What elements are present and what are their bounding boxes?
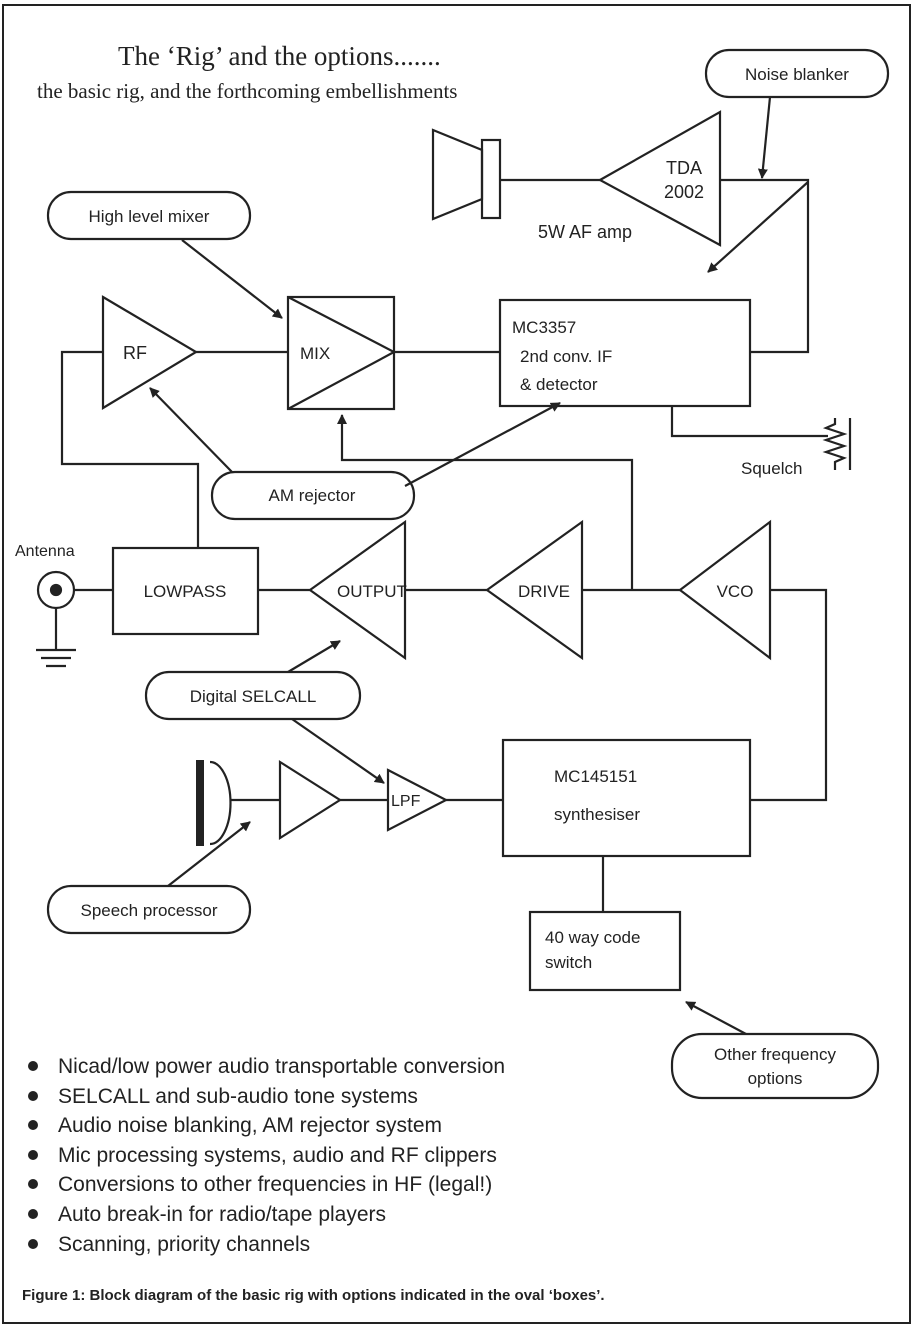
list-item-text: Audio noise blanking, AM rejector system bbox=[58, 1114, 443, 1138]
lpf-label: LPF bbox=[391, 793, 421, 810]
speech-processor-option bbox=[46, 884, 252, 935]
squelch-potentiometer bbox=[822, 418, 848, 470]
tda2002-amplifier bbox=[597, 110, 722, 247]
other-frequency-sublabel: options bbox=[748, 1069, 803, 1088]
squelch-label: Squelch bbox=[741, 459, 802, 478]
mc3357-detector-label: & detector bbox=[520, 375, 598, 394]
list-item-text: Auto break-in for radio/tape players bbox=[58, 1202, 387, 1226]
digital-selcall-label: Digital SELCALL bbox=[190, 687, 317, 706]
diagram-title: The ‘Rig’ and the options....... bbox=[118, 41, 441, 71]
bullet-icon bbox=[28, 1238, 38, 1249]
bullet-icon bbox=[28, 1090, 38, 1101]
other-frequency-label: Other frequency bbox=[714, 1045, 836, 1064]
mic-preamplifier bbox=[278, 760, 343, 840]
bullet-icon bbox=[28, 1120, 38, 1131]
list-item-text: Scanning, priority channels bbox=[58, 1232, 311, 1256]
speaker-icon bbox=[431, 128, 502, 221]
tda-number-label: 2002 bbox=[664, 182, 704, 202]
am-rejector-label: AM rejector bbox=[269, 486, 356, 505]
figure-caption: Figure 1: Block diagram of the basic rig… bbox=[22, 1287, 605, 1304]
bullet-icon bbox=[28, 1179, 38, 1190]
figure-frame bbox=[2, 4, 911, 1324]
speech-processor-label: Speech processor bbox=[80, 901, 217, 920]
list-item-text: Conversions to other frequencies in HF (… bbox=[58, 1173, 493, 1197]
high-level-mixer-option bbox=[46, 190, 252, 241]
am-rejector-option bbox=[210, 470, 416, 521]
code-switch-sublabel: switch bbox=[545, 953, 592, 972]
bullet-icon bbox=[28, 1208, 38, 1219]
list-item-text: Mic processing systems, audio and RF cli… bbox=[58, 1143, 497, 1167]
bullet-icon bbox=[28, 1061, 38, 1071]
microphone-icon bbox=[196, 760, 232, 846]
other-frequency-option bbox=[670, 1032, 880, 1100]
list-item: Conversions to other frequencies in HF (… bbox=[28, 1170, 505, 1200]
mix-label: MIX bbox=[300, 344, 330, 363]
list-item: Nicad/low power audio transportable conv… bbox=[28, 1052, 505, 1082]
drive-label: DRIVE bbox=[518, 582, 570, 601]
mc3357-label: MC3357 bbox=[512, 318, 576, 337]
antenna-label: Antenna bbox=[15, 543, 75, 560]
list-item: SELCALL and sub-audio tone systems bbox=[28, 1082, 505, 1112]
rf-amplifier bbox=[101, 295, 199, 410]
list-item-text: Nicad/low power audio transportable conv… bbox=[58, 1055, 506, 1078]
mc3357-block bbox=[498, 298, 752, 408]
synthesiser-chip-label: MC145151 bbox=[554, 767, 637, 786]
antenna-connector-icon bbox=[36, 570, 76, 668]
code-switch-label: 40 way code bbox=[545, 928, 640, 947]
diagram-subtitle: the basic rig, and the forthcoming embel… bbox=[37, 79, 457, 103]
high-level-mixer-label: High level mixer bbox=[89, 207, 210, 226]
code-switch-block bbox=[528, 910, 682, 992]
synthesiser-label: synthesiser bbox=[554, 805, 640, 824]
list-item-text: SELCALL and sub-audio tone systems bbox=[58, 1084, 418, 1108]
lowpass-label: LOWPASS bbox=[144, 582, 227, 601]
vco-label: VCO bbox=[717, 582, 754, 601]
noise-blanker-option bbox=[704, 48, 890, 99]
digital-selcall-option bbox=[144, 670, 362, 721]
mc3357-function-label: 2nd conv. IF bbox=[520, 347, 612, 366]
noise-blanker-label: Noise blanker bbox=[745, 65, 849, 84]
output-label: OUTPUT bbox=[337, 582, 407, 601]
rf-label: RF bbox=[123, 343, 147, 363]
list-item: Scanning, priority channels bbox=[28, 1230, 505, 1260]
options-bullet-list: Nicad/low power audio transportable conv… bbox=[28, 1052, 505, 1259]
list-item: Auto break-in for radio/tape players bbox=[28, 1200, 505, 1230]
tda-label: TDA bbox=[666, 158, 702, 178]
bullet-icon bbox=[28, 1149, 38, 1160]
list-item: Mic processing systems, audio and RF cli… bbox=[28, 1141, 505, 1171]
audio-lpf bbox=[386, 768, 449, 832]
synthesiser-block bbox=[501, 738, 752, 858]
list-item: Audio noise blanking, AM rejector system bbox=[28, 1111, 505, 1141]
af-amp-label: 5W AF amp bbox=[538, 222, 632, 242]
